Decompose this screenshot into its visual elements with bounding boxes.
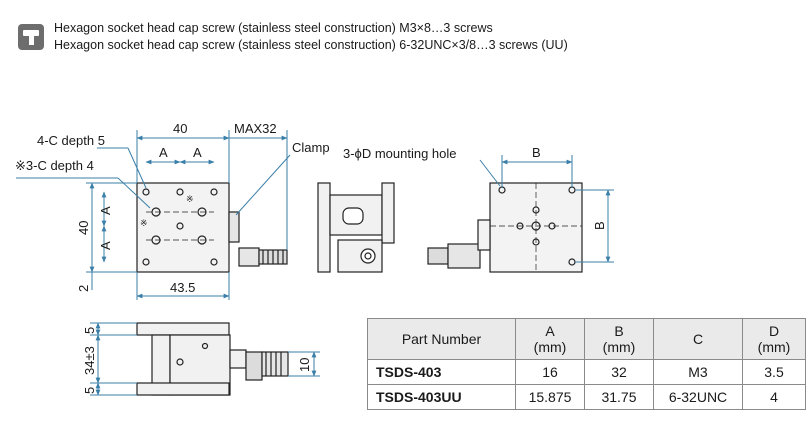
table-header-row: Part Number A(mm) B(mm) C D(mm) (367, 318, 806, 360)
dim-a-top-2: A (193, 145, 202, 160)
dim-34: 34±3 (82, 346, 97, 375)
dim-2: 2 (76, 285, 91, 292)
c-cell: M3 (653, 359, 743, 385)
mount-hole (142, 188, 150, 196)
col-d: D(mm) (742, 318, 806, 360)
d-cell: 4 (742, 384, 806, 410)
screw-spec-line-1: Hexagon socket head cap screw (stainless… (54, 21, 493, 35)
side-plate (317, 182, 331, 273)
front-view-dimensions (90, 322, 320, 396)
dim-max32: MAX32 (234, 121, 277, 136)
front-view (136, 322, 289, 396)
clamp-label: Clamp (292, 140, 330, 155)
dim-b-right: B (592, 221, 607, 230)
dim-a-left-1: A (98, 206, 113, 215)
col-c: C (653, 318, 743, 360)
bottom-view-dimensions (479, 155, 614, 263)
bottom-view (477, 182, 583, 273)
ref-mark-1: ※ (140, 218, 148, 228)
micrometer-sleeve (238, 247, 260, 267)
b-cell: 32 (584, 359, 654, 385)
side-view (317, 182, 481, 273)
top-view-labels: 40 MAX32 A A Clamp 3-ϕD mounting hole 4-… (15, 121, 457, 295)
col-part-number: Part Number (367, 318, 516, 360)
mounting-hole-label: 3-ϕD mounting hole (343, 146, 457, 161)
top-view-dimensions (16, 130, 291, 300)
d-cell: 3.5 (742, 359, 806, 385)
dim-40-left: 40 (76, 221, 91, 235)
part-cell: TSDS-403UU (367, 384, 516, 410)
part-number-table: Part Number A(mm) B(mm) C D(mm) TSDS-403… (367, 318, 806, 410)
header-text: Hexagon socket head cap screw (stainless… (54, 20, 568, 54)
table-row: TSDS-403UU 15.875 31.75 6-32UNC 4 (367, 384, 806, 410)
header: Hexagon socket head cap screw (stainless… (18, 20, 658, 56)
dim-10: 10 (297, 358, 312, 372)
bottom-view-labels: B B (532, 145, 607, 230)
a-cell: 16 (515, 359, 585, 385)
screw-spec-line-2: Hexagon socket head cap screw (stainless… (54, 38, 568, 52)
dim-a-top-1: A (159, 145, 168, 160)
table-row: TSDS-403 16 32 M3 3.5 (367, 359, 806, 385)
dim-40-top: 40 (173, 121, 187, 136)
col-a: A(mm) (515, 318, 585, 360)
b-cell: 31.75 (584, 384, 654, 410)
top-plate (136, 322, 230, 336)
c4-depth-label: 4-C depth 5 (37, 133, 105, 148)
dim-5-top: 5 (82, 327, 97, 334)
dim-43-5: 43.5 (170, 280, 195, 295)
screw-head-icon (18, 24, 44, 50)
dim-a-left-2: A (98, 241, 113, 250)
a-cell: 15.875 (515, 384, 585, 410)
c-cell: 6-32UNC (653, 384, 743, 410)
clamp-knob (228, 211, 240, 243)
part-cell: TSDS-403 (367, 359, 516, 385)
ref-mark-2: ※ (186, 194, 194, 204)
top-view (136, 182, 288, 273)
front-view-labels: 5 34±3 5 10 (82, 327, 312, 394)
dim-b-top: B (532, 145, 541, 160)
c3-depth-label: ※3-C depth 4 (15, 158, 94, 173)
dim-5-bot: 5 (82, 387, 97, 394)
col-b: B(mm) (584, 318, 654, 360)
